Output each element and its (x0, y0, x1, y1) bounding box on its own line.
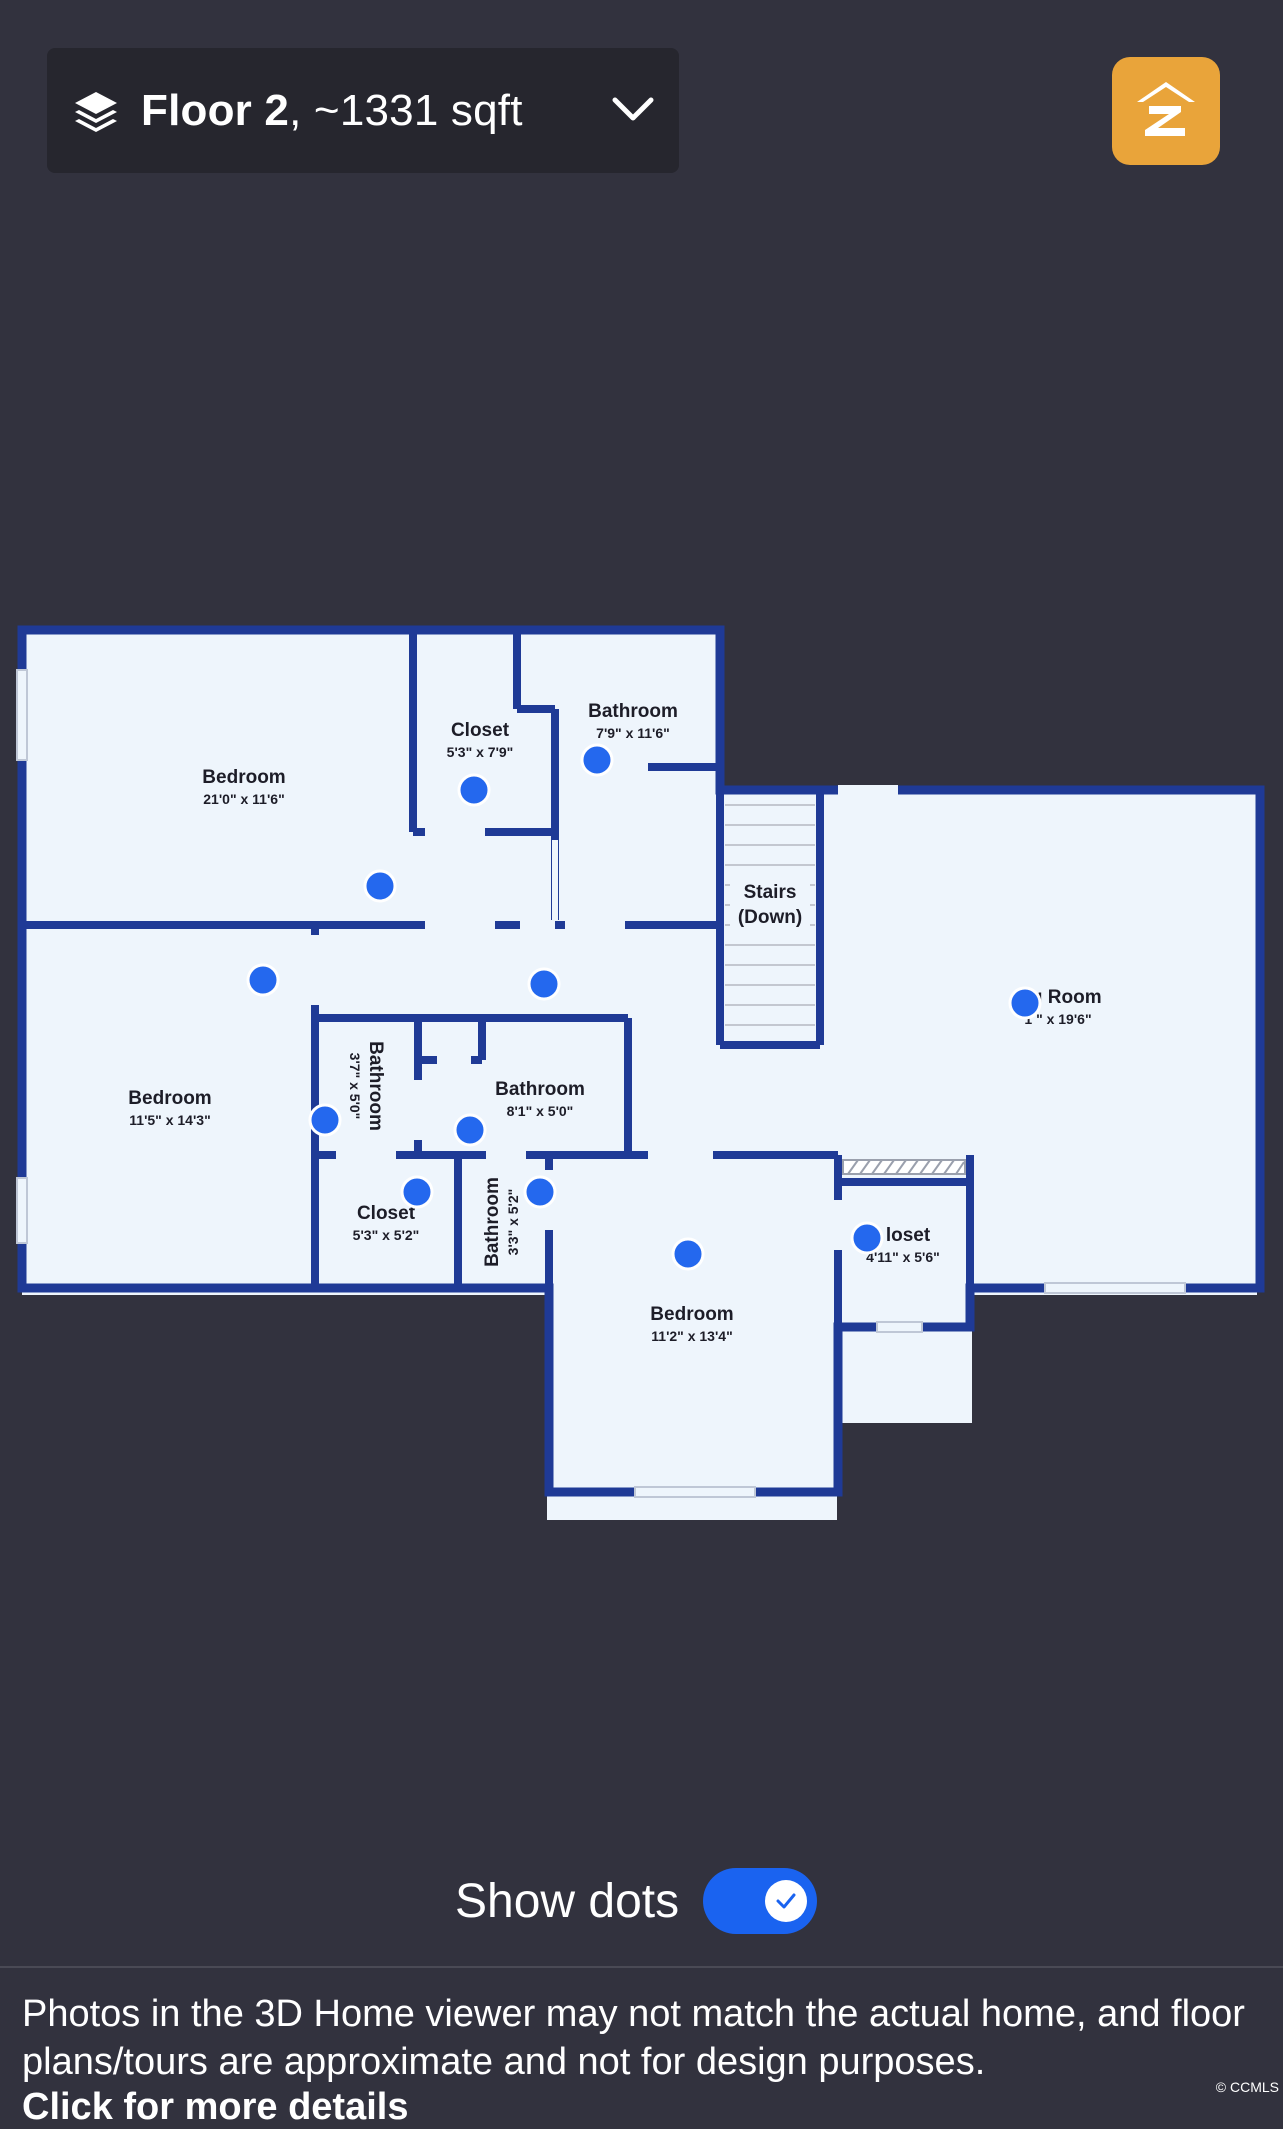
photo-dot[interactable] (527, 967, 561, 1001)
room-name: Stairs (744, 882, 797, 903)
room-name: Bathroom (495, 1079, 585, 1100)
floor-title: Floor 2, ~1331 sqft (141, 86, 523, 136)
watermark-text: CCMLS (1229, 2079, 1279, 2095)
room-name: Bathroom (365, 1041, 386, 1131)
photo-dot[interactable] (671, 1237, 705, 1271)
check-icon (776, 1893, 796, 1909)
details-link[interactable]: Click for more details (22, 2086, 409, 2128)
room-dims: (Down) (738, 907, 802, 928)
photo-dot[interactable] (363, 869, 397, 903)
room-dims: 3'3" x 5'2" (505, 1189, 521, 1256)
photo-dot[interactable] (1008, 986, 1042, 1020)
room-name: loset (886, 1225, 931, 1246)
floor-plan: Bedroom 21'0" x 11'6" Closet 5'3" x 7'9"… (16, 625, 1265, 1520)
room-dims: 5'3" x 5'2" (353, 1227, 420, 1243)
photo-dot[interactable] (453, 1113, 487, 1147)
toggle-knob (765, 1880, 808, 1922)
room-dims: 8'1" x 5'0" (507, 1103, 574, 1119)
room-name: Bedroom (202, 767, 285, 788)
show-dots-control: Show dots (455, 1866, 818, 1936)
floor-name: Floor 2 (141, 85, 290, 135)
room-name: Closet (357, 1203, 416, 1224)
room-name: Bathroom (588, 701, 678, 722)
floor-area: , ~1331 sqft (289, 85, 523, 135)
room-dims: 11'5" x 14'3" (129, 1112, 210, 1128)
room-name: Closet (451, 720, 510, 741)
photo-dot[interactable] (850, 1221, 884, 1255)
room-dims: 7'9" x 11'6" (596, 725, 670, 741)
zillow-logo-button[interactable] (1112, 57, 1220, 165)
room-dims: 1 " x 19'6" (1024, 1011, 1091, 1027)
room-dims: 11'2" x 13'4" (651, 1328, 732, 1344)
layers-icon (75, 91, 117, 132)
photo-dot[interactable] (308, 1103, 342, 1137)
room-dims: 5'3" x 7'9" (447, 744, 514, 760)
floor-selector-dropdown[interactable]: Floor 2, ~1331 sqft (47, 48, 679, 173)
divider (0, 1966, 1283, 1968)
photo-dot[interactable] (580, 743, 614, 777)
room-name: Bedroom (128, 1088, 211, 1109)
room-dims: 3'7" x 5'0" (347, 1053, 363, 1120)
disclaimer-text: Photos in the 3D Home viewer may not mat… (22, 1993, 1245, 2083)
watermark: © CCMLS (1215, 2079, 1279, 2095)
room-dims: 4'11" x 5'6" (866, 1249, 940, 1265)
photo-dot[interactable] (246, 963, 280, 997)
show-dots-label: Show dots (455, 1874, 680, 1928)
room-dims: 21'0" x 11'6" (203, 791, 284, 807)
chevron-down-icon[interactable] (611, 90, 655, 130)
photo-dot[interactable] (400, 1175, 434, 1209)
photo-dot[interactable] (523, 1175, 557, 1209)
room-name: Bathroom (482, 1177, 503, 1267)
show-dots-toggle[interactable] (703, 1868, 818, 1934)
room-name: Bedroom (650, 1304, 733, 1325)
photo-dot[interactable] (457, 773, 491, 807)
zillow-logo-icon (1137, 82, 1195, 136)
